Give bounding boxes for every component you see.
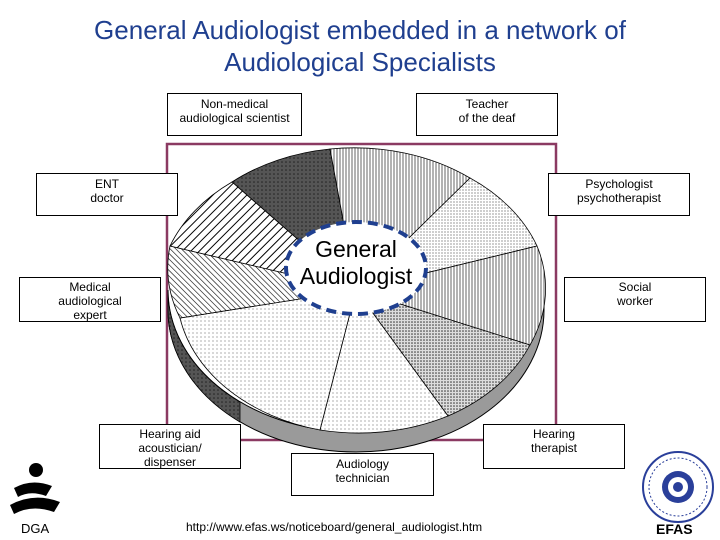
node-teacher-of-deaf: Teacher of the deaf (416, 93, 558, 136)
node-social-worker: Social worker (564, 277, 706, 322)
center-label: General Audiologist (286, 236, 426, 290)
efas-seal-icon (642, 451, 714, 523)
footer-url[interactable]: http://www.efas.ws/noticeboard/general_a… (186, 520, 483, 534)
pie-side (167, 289, 545, 453)
title-line-2: Audiological Specialists (224, 47, 496, 77)
node-hearing-therapist: Hearing therapist (483, 424, 625, 469)
pie-side-left-band (167, 289, 241, 423)
node-non-medical-scientist: Non-medical audiological scientist (167, 93, 302, 136)
page-title: General Audiologist embedded in a networ… (40, 14, 680, 78)
node-audiology-technician: Audiology technician (291, 453, 434, 496)
center-line-2: Audiologist (299, 263, 413, 289)
slice-social (354, 245, 546, 346)
node-hearing-aid-acoustician: Hearing aid acoustician/ dispenser (99, 424, 241, 469)
dga-logo-text: DGA (21, 521, 50, 536)
dga-logo-icon (10, 463, 60, 514)
slice-technician (319, 289, 449, 434)
node-ent-doctor: ENT doctor (36, 173, 178, 216)
efas-logo-text: EFAS (656, 521, 693, 537)
center-line-1: General (315, 236, 397, 262)
slice-acoustician (179, 289, 357, 431)
node-medical-expert: Medical audiological expert (19, 277, 161, 322)
slice-medical (167, 245, 357, 319)
title-line-1: General Audiologist embedded in a networ… (94, 15, 626, 45)
slice-hearing-therapist (354, 289, 531, 417)
node-psychologist: Psychologist psychotherapist (548, 173, 690, 216)
center-ellipse (284, 220, 428, 316)
